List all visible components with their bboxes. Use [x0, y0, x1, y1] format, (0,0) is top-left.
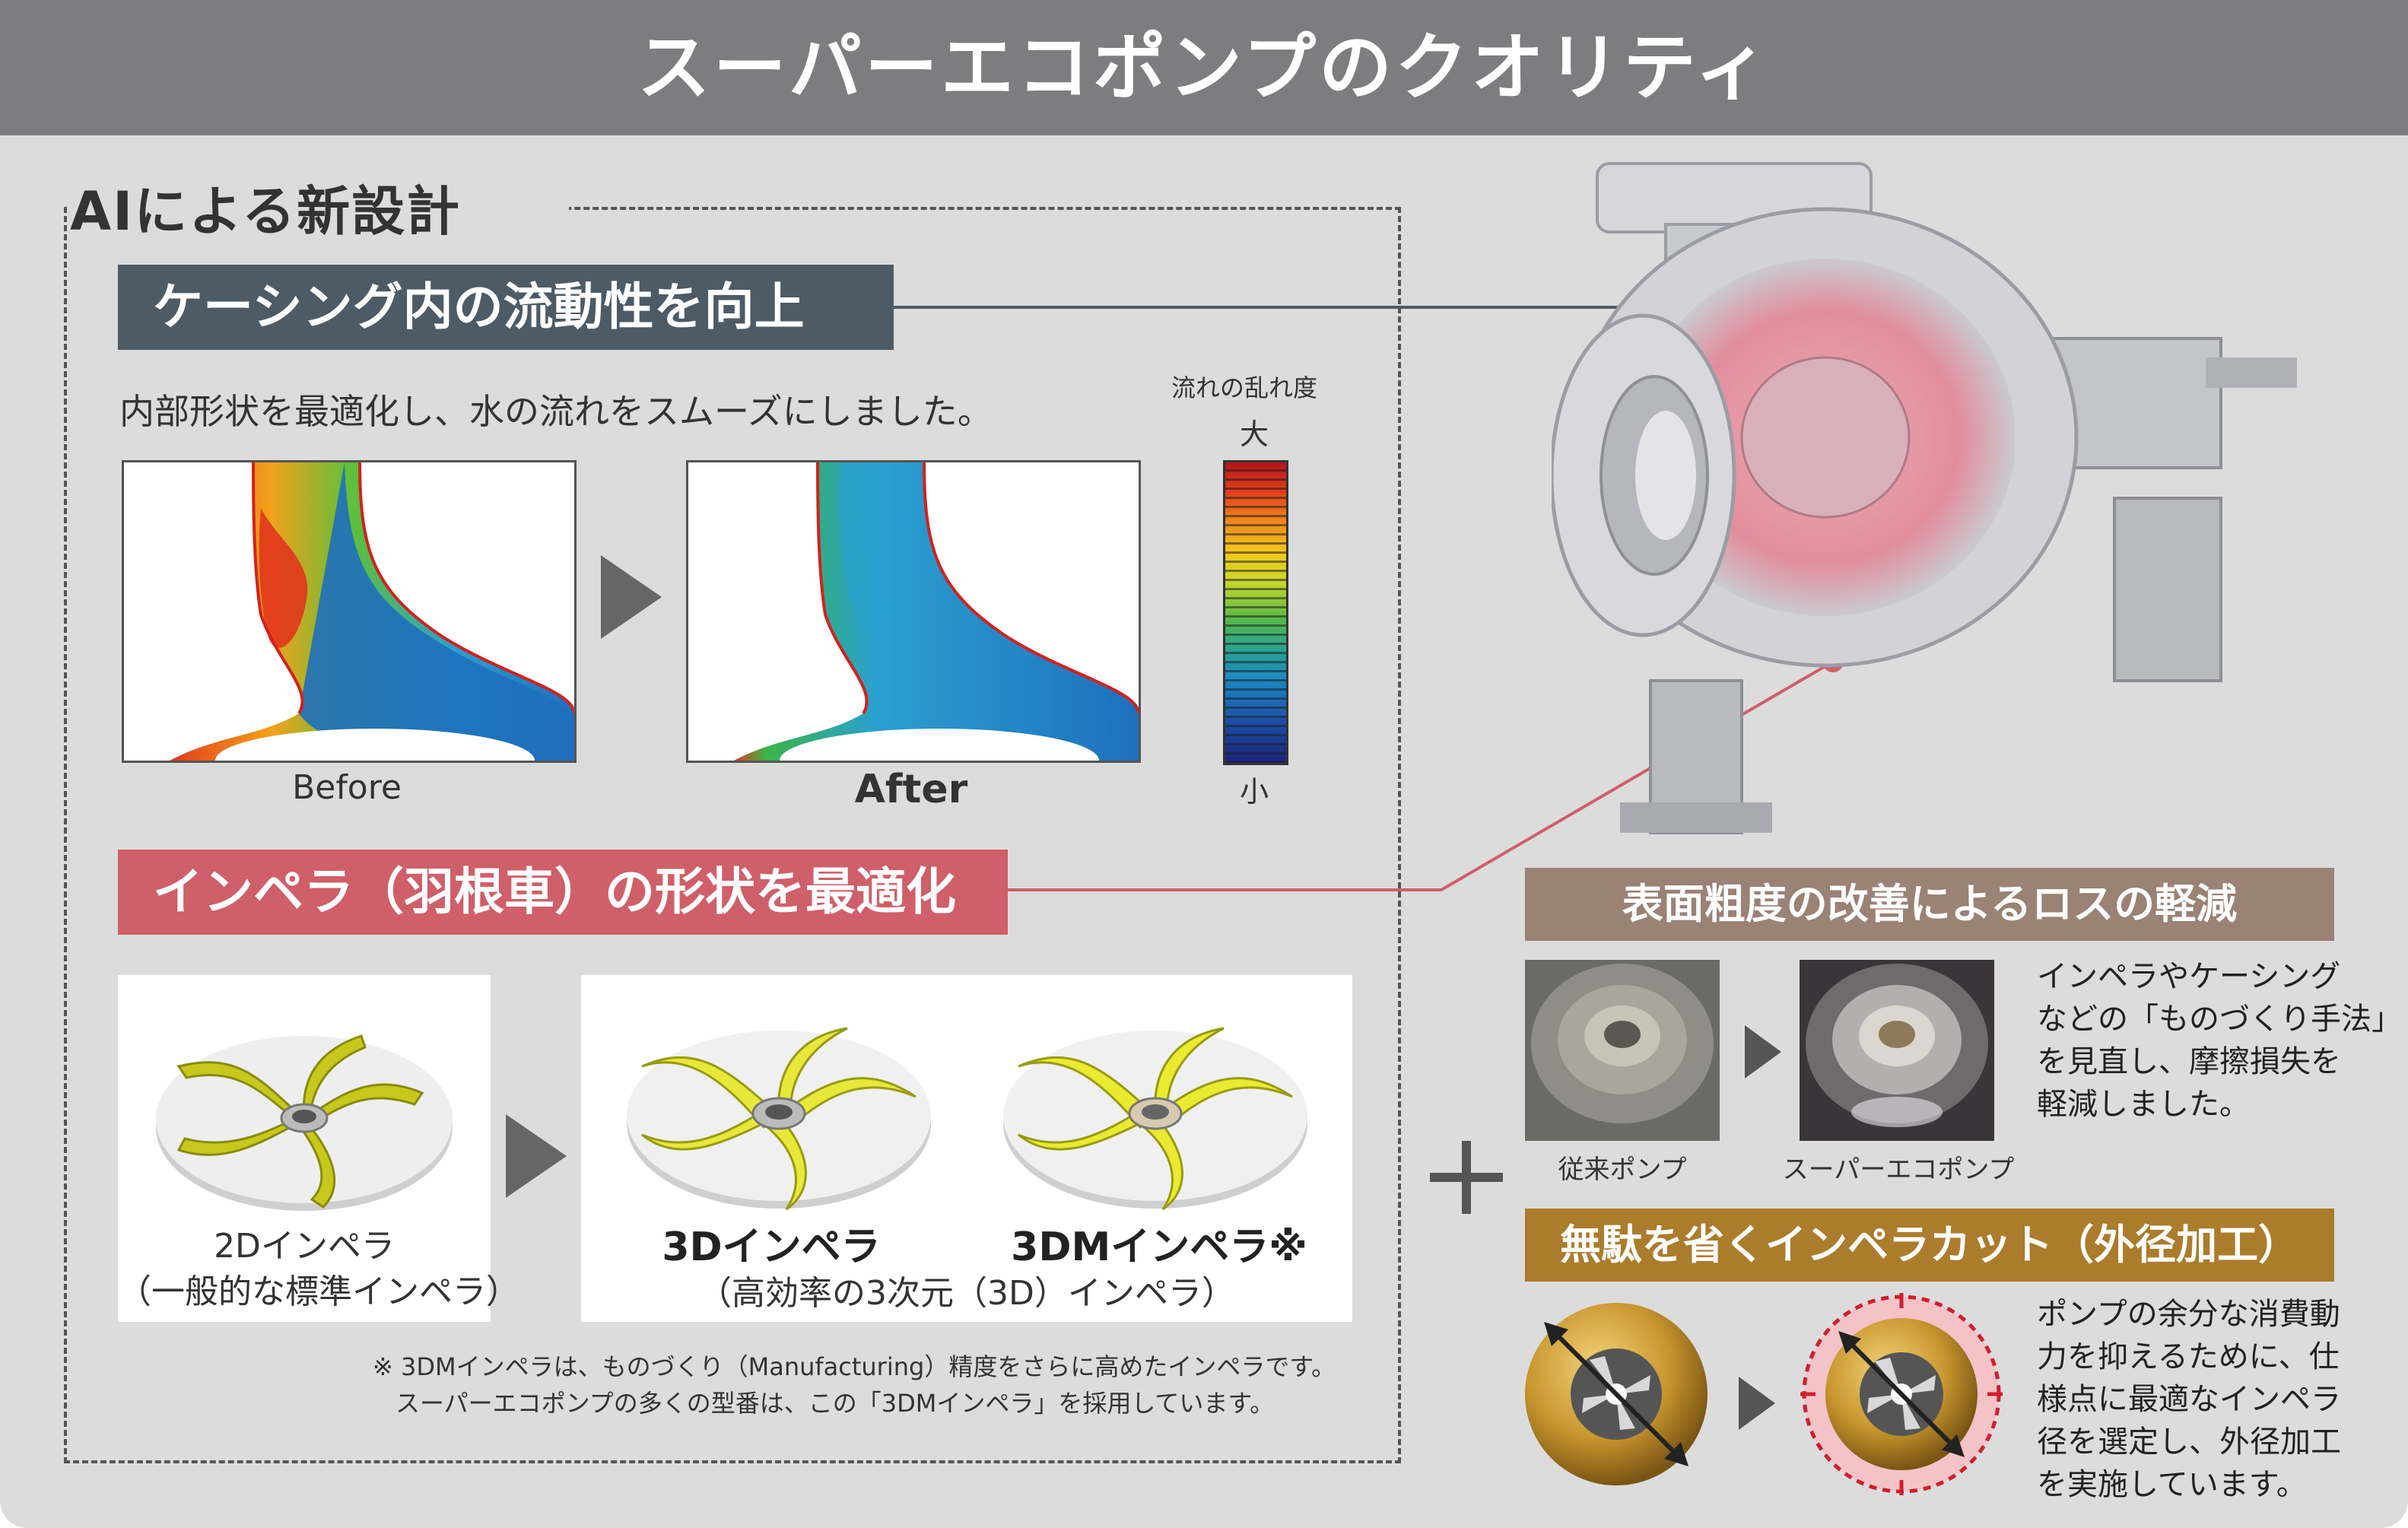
scale-high-label: 大	[1240, 418, 1269, 451]
flow-before-graphic	[170, 462, 574, 761]
roughness-text-line2: などの「ものづくり手法」	[2037, 1002, 2402, 1037]
impeller-3d-name: 3Dインペラ	[662, 1225, 881, 1270]
super-eco-pump-label: スーパーエコポンプ	[1782, 1155, 2015, 1185]
impeller-heading: インペラ（羽根車）の形状を最適化	[153, 862, 956, 921]
impeller-3dm-image	[1003, 1027, 1307, 1211]
after-label: After	[854, 767, 968, 812]
flow-after-graphic	[734, 462, 1139, 761]
cut-text-line3: 様点に最適なインペラ	[2037, 1382, 2341, 1417]
impeller-cut-heading: 無駄を省くインペラカット（外径加工）	[1560, 1221, 2299, 1269]
roughness-heading: 表面粗度の改善によるロスの軽減	[1622, 880, 2238, 928]
flow-sim-after	[686, 460, 1141, 763]
roughness-heading-bar: 表面粗度の改善によるロスの軽減	[1525, 868, 2334, 941]
cut-text-line5: を実施しています。	[2037, 1467, 2307, 1502]
casing-heading-bar: ケーシング内の流動性を向上	[118, 265, 894, 350]
casing-description: 内部形状を最適化し、水の流れをスムーズにしました。	[119, 391, 993, 432]
before-label: Before	[292, 768, 402, 807]
arrow-right-icon-2	[506, 1114, 567, 1198]
impeller-2d-card: 2Dインペラ （一般的な標準インペラ）	[118, 975, 519, 1322]
roughness-text-line3: を見直し、摩擦損失を	[2037, 1044, 2341, 1079]
scale-bands	[1225, 462, 1286, 763]
arrow-right-icon-3	[1745, 1025, 1781, 1078]
impeller-3dm-name: 3DMインペラ※	[1011, 1225, 1307, 1270]
scale-low-label: 小	[1240, 775, 1269, 808]
plus-icon-vertical	[1462, 1141, 1471, 1214]
impeller-heading-bar: インペラ（羽根車）の形状を最適化	[118, 850, 1008, 935]
impeller-3d-card: 3Dインペラ 3DMインペラ※ （高効率の3次元（3D）インペラ）	[581, 975, 1352, 1322]
cut-text-line4: 径を選定し、外径加工	[2037, 1425, 2341, 1460]
super-eco-pump-photo	[1800, 960, 1994, 1141]
ai-section-title: AIによる新設計	[70, 180, 462, 243]
arrow-right-icon	[601, 555, 662, 639]
header-bar	[0, 0, 2408, 135]
impeller-2d-sub: （一般的な標準インペラ）	[118, 1272, 519, 1311]
impeller-after-cut-image	[1800, 1293, 2003, 1495]
pump-illustration	[1552, 162, 2297, 834]
impeller-3d-sub: （高効率の3次元（3D）インペラ）	[698, 1274, 1235, 1313]
roughness-text-line4: 軽減しました。	[2037, 1087, 2250, 1122]
ai-section-frame	[64, 207, 1401, 1463]
cut-text-line2: 力を抑えるために、仕	[2037, 1339, 2340, 1374]
arrow-right-icon-4	[1739, 1377, 1775, 1430]
impeller-note-line1: ※ 3DMインペラは、ものづくり（Manufacturing）精度をさらに高めた…	[373, 1352, 1336, 1381]
cut-text-line1: ポンプの余分な消費動	[2037, 1297, 2340, 1332]
flow-sim-before	[122, 460, 577, 763]
frame-title-gap	[67, 199, 569, 214]
casing-heading: ケーシング内の流動性を向上	[153, 278, 805, 336]
conventional-pump-image	[1525, 960, 1720, 1141]
roughness-text-line1: インペラやケーシング	[2037, 959, 2341, 994]
turbulence-scale-title: 流れの乱れ度	[1171, 373, 1318, 402]
impeller-3d-image	[627, 1027, 931, 1211]
impeller-note-line2: スーパーエコポンプの多くの型番は、この「3DMインペラ」を採用しています。	[396, 1389, 1275, 1418]
conventional-pump-label: 従来ポンプ	[1558, 1155, 1687, 1185]
impeller-before-cut-image	[1525, 1303, 1708, 1485]
impeller-2d-image	[156, 1034, 453, 1211]
impeller-cut-heading-bar: 無駄を省くインペラカット（外径加工）	[1525, 1209, 2334, 1282]
conventional-pump-photo	[1525, 960, 1720, 1141]
page-title: スーパーエコポンプのクオリティ	[637, 25, 1771, 110]
super-eco-pump-image	[1800, 960, 1994, 1141]
impeller-2d-name: 2Dインペラ	[214, 1227, 395, 1266]
